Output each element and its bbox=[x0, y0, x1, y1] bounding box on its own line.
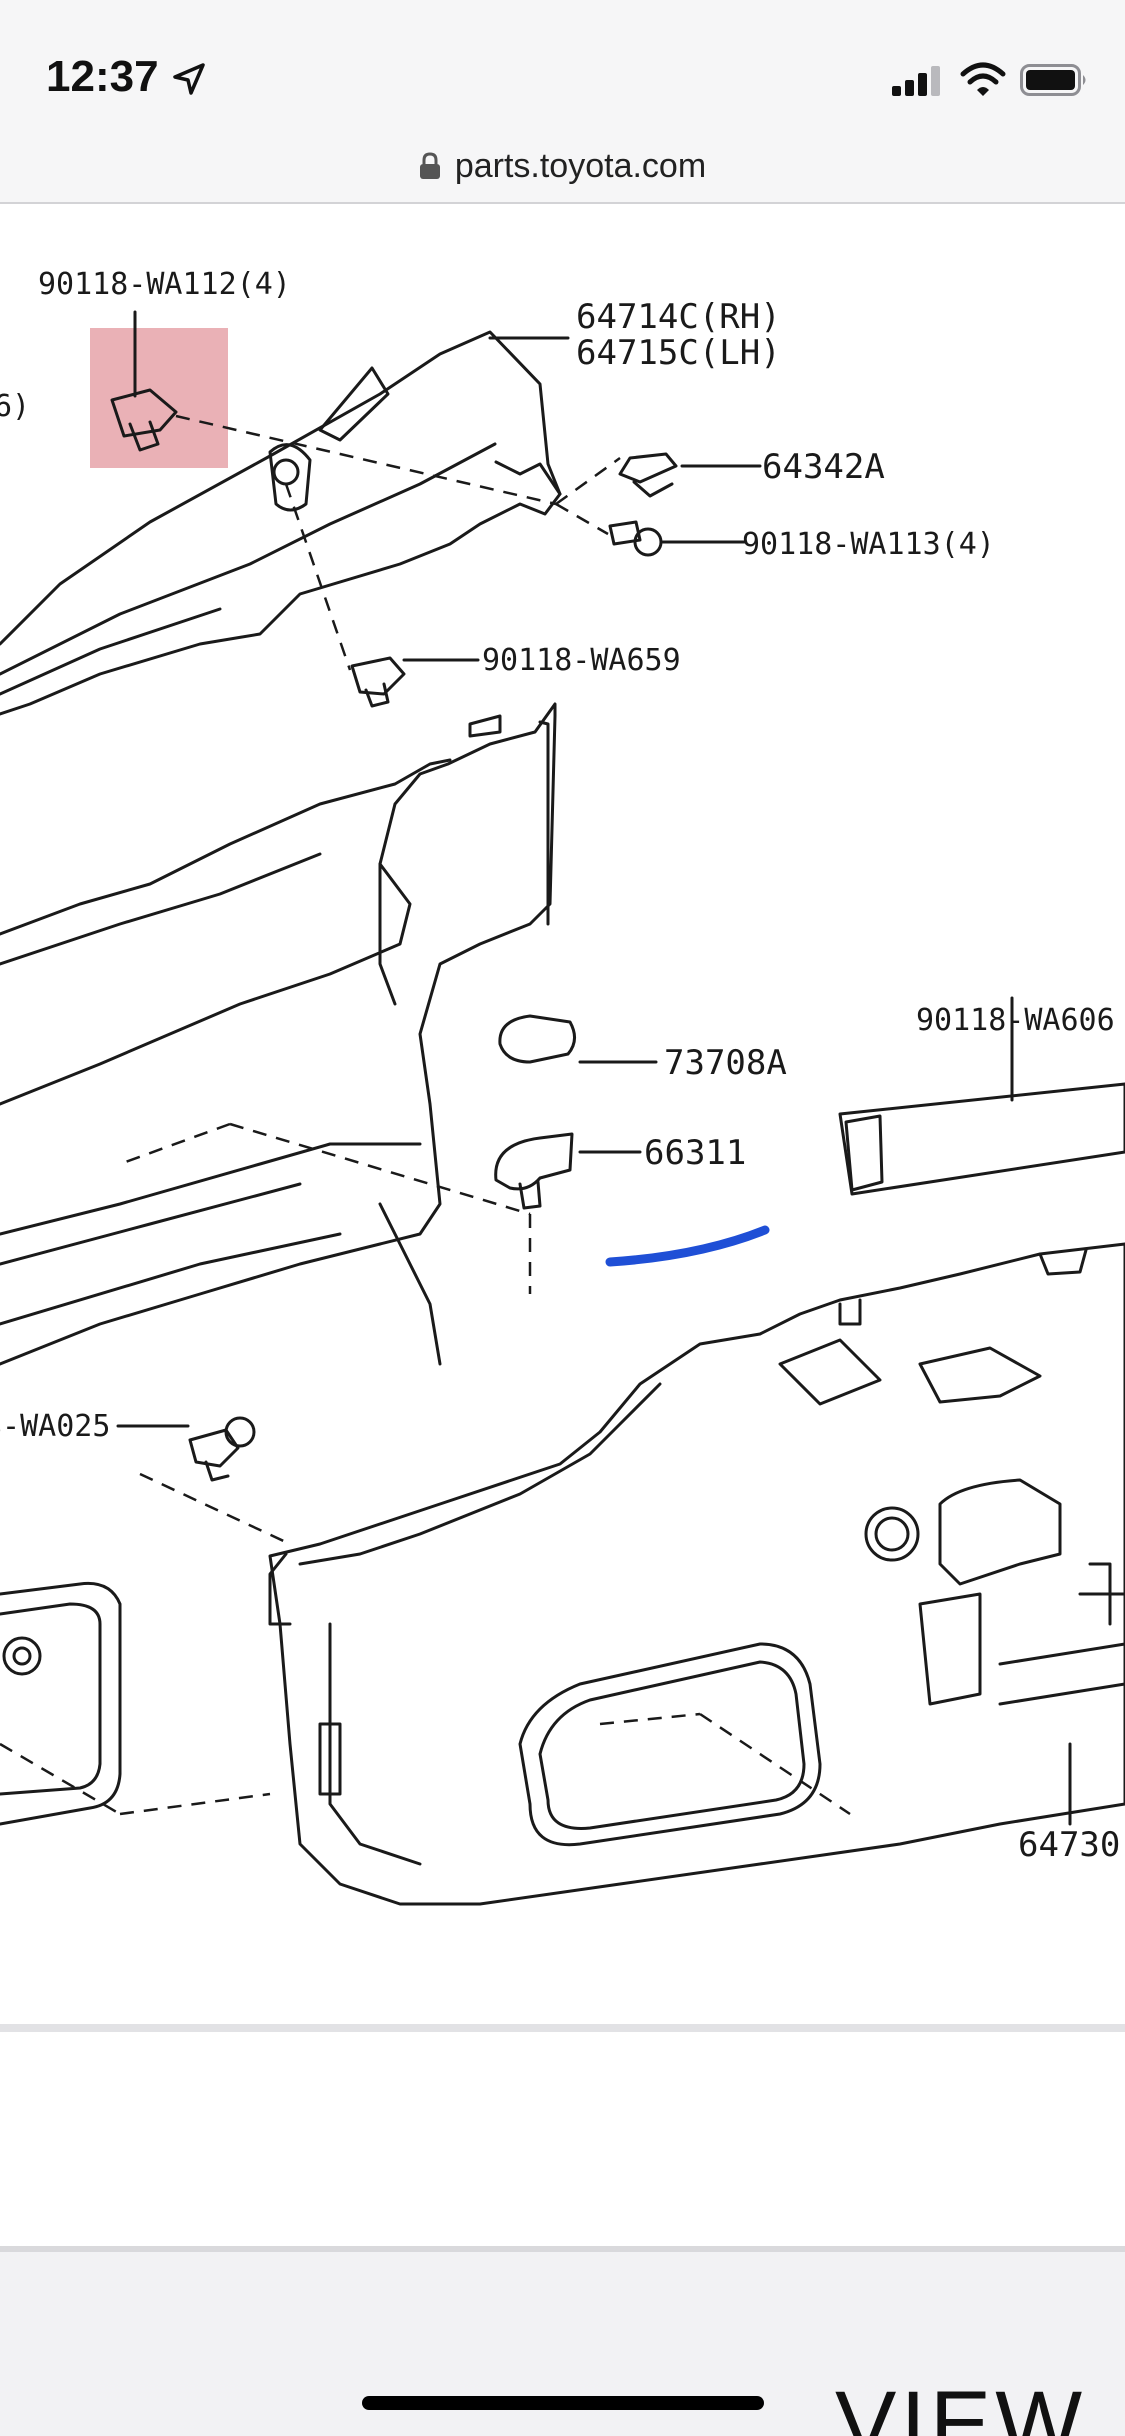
wifi-icon bbox=[960, 62, 1006, 96]
bottom-bar: VIEW bbox=[0, 2252, 1125, 2436]
clip-wa659-shape bbox=[350, 656, 406, 696]
label-90118-wa113[interactable]: 90118-WA113(4) bbox=[742, 527, 995, 562]
page-separator bbox=[0, 2024, 1125, 2032]
hook-66311-shape bbox=[494, 1132, 574, 1191]
label-66311[interactable]: 66311 bbox=[644, 1133, 746, 1173]
label-64342a[interactable]: 64342A bbox=[762, 447, 885, 487]
parts-diagram: 90118-WA112(4) 6) 64714C(RH) 64715C(LH) … bbox=[0, 204, 1125, 2024]
view-label[interactable]: VIEW bbox=[835, 2373, 1087, 2436]
label-90118-wa659[interactable]: 90118-WA659 bbox=[482, 643, 681, 678]
battery-icon bbox=[1020, 64, 1086, 96]
left-fragment bbox=[0, 1581, 122, 1826]
status-bar: 12:37 bbox=[0, 0, 1125, 130]
upper-trim-panel bbox=[0, 330, 562, 716]
label-wa025[interactable]: 8-WA025 bbox=[0, 1409, 110, 1444]
cap-73708a-shape bbox=[498, 1014, 576, 1064]
clock: 12:37 bbox=[46, 52, 159, 101]
url-text: parts.toyota.com bbox=[454, 146, 707, 185]
address-bar[interactable]: parts.toyota.com bbox=[0, 130, 1125, 204]
lower-trim-panel bbox=[268, 1242, 1125, 1906]
label-73708a[interactable]: 73708A bbox=[664, 1043, 787, 1083]
blank-area bbox=[0, 2032, 1125, 2246]
label-90118-wa606[interactable]: 90118-WA606 bbox=[916, 1003, 1115, 1038]
lock-icon bbox=[419, 152, 440, 179]
middle-side-panel bbox=[0, 702, 557, 1366]
cellular-signal-icon bbox=[892, 66, 940, 96]
clip-64342a-shape bbox=[618, 452, 678, 484]
label-90118-wa112[interactable]: 90118-WA112(4) bbox=[38, 267, 291, 302]
screw-wa113-shape bbox=[608, 520, 642, 546]
label-64714c[interactable]: 64714C(RH) bbox=[576, 297, 781, 337]
label-left-edge: 6) bbox=[0, 389, 30, 424]
clip-wa025-shape bbox=[188, 1428, 240, 1468]
annotation-underline bbox=[605, 1225, 770, 1267]
url-display[interactable]: parts.toyota.com bbox=[419, 147, 706, 186]
label-64730[interactable]: 64730 bbox=[1018, 1825, 1120, 1865]
clip-wa112-shape bbox=[110, 388, 178, 438]
strip-wa606-shape bbox=[838, 1082, 1125, 1196]
bottom-separator bbox=[0, 2246, 1125, 2252]
location-arrow-icon bbox=[173, 63, 205, 95]
home-indicator[interactable] bbox=[362, 2396, 764, 2410]
label-64715c[interactable]: 64715C(LH) bbox=[576, 333, 781, 373]
diagram-drawing: 90118-WA112(4) 6) 64714C(RH) 64715C(LH) … bbox=[0, 267, 1125, 1906]
